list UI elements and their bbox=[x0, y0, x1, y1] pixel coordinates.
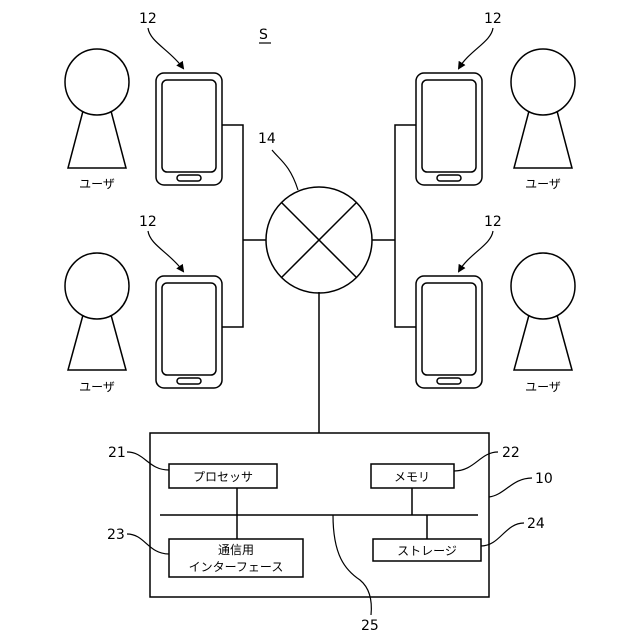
phone-screen bbox=[162, 283, 216, 375]
terminal-ref-arrow bbox=[148, 231, 183, 271]
network-links bbox=[222, 125, 416, 433]
processor-ref-label: 21 bbox=[108, 445, 126, 461]
comm-interface-ref-leader bbox=[127, 534, 169, 554]
user-label: ユーザ bbox=[525, 177, 561, 191]
system-label: S bbox=[259, 27, 268, 43]
terminal-top-right bbox=[416, 73, 482, 185]
user-label: ユーザ bbox=[79, 177, 115, 191]
phone-screen bbox=[162, 80, 216, 172]
server-ref-label: 10 bbox=[535, 471, 553, 487]
terminal-ref-label: 12 bbox=[484, 214, 502, 230]
user-body bbox=[68, 111, 126, 168]
terminal-ref-label: 12 bbox=[484, 11, 502, 27]
phone-home-button bbox=[437, 175, 461, 181]
phone-body bbox=[416, 276, 482, 388]
comm-interface-label-line1: 通信用 bbox=[218, 543, 254, 557]
bus-ref-leader bbox=[333, 515, 371, 615]
processor-ref-leader bbox=[127, 452, 169, 470]
phone-home-button bbox=[437, 378, 461, 384]
phone-home-button bbox=[177, 175, 201, 181]
phone-body bbox=[416, 73, 482, 185]
comm-interface-label-line2: インターフェース bbox=[189, 560, 284, 574]
phone-home-button bbox=[177, 378, 201, 384]
server-ref-leader bbox=[489, 478, 532, 497]
user-body bbox=[514, 315, 572, 370]
storage-ref-label: 24 bbox=[527, 516, 545, 532]
phone-body bbox=[156, 73, 222, 185]
user-head bbox=[65, 49, 129, 115]
user-bottom-left: ユーザ bbox=[65, 253, 129, 394]
memory-ref-leader bbox=[454, 452, 498, 471]
user-body bbox=[68, 315, 126, 370]
terminal-ref-label: 12 bbox=[139, 11, 157, 27]
bus-ref-label: 25 bbox=[361, 618, 379, 634]
phone-screen bbox=[422, 283, 476, 375]
terminal-top-left bbox=[156, 73, 222, 185]
user-label: ユーザ bbox=[525, 380, 561, 394]
terminal-ref-arrow bbox=[459, 28, 493, 68]
user-label: ユーザ bbox=[79, 380, 115, 394]
user-body bbox=[514, 111, 572, 168]
network-ref-leader bbox=[272, 150, 298, 190]
user-head bbox=[65, 253, 129, 319]
terminal-bottom-left bbox=[156, 276, 222, 388]
storage-label: ストレージ bbox=[397, 544, 457, 558]
user-head bbox=[511, 253, 575, 319]
network-node bbox=[266, 187, 372, 293]
user-top-right: ユーザ bbox=[511, 49, 575, 191]
comm-interface-ref-label: 23 bbox=[107, 527, 125, 543]
terminal-bottom-right bbox=[416, 276, 482, 388]
memory-ref-label: 22 bbox=[502, 445, 520, 461]
terminal-ref-label: 12 bbox=[139, 214, 157, 230]
processor-label: プロセッサ bbox=[193, 470, 253, 484]
phone-screen bbox=[422, 80, 476, 172]
user-bottom-right: ユーザ bbox=[511, 253, 575, 394]
user-head bbox=[511, 49, 575, 115]
network-ref-label: 14 bbox=[258, 131, 276, 147]
memory-label: メモリ bbox=[394, 470, 430, 484]
terminal-ref-arrow bbox=[148, 28, 183, 68]
user-top-left: ユーザ bbox=[65, 49, 129, 191]
terminal-ref-arrow bbox=[459, 231, 493, 271]
storage-ref-leader bbox=[481, 523, 524, 546]
phone-body bbox=[156, 276, 222, 388]
